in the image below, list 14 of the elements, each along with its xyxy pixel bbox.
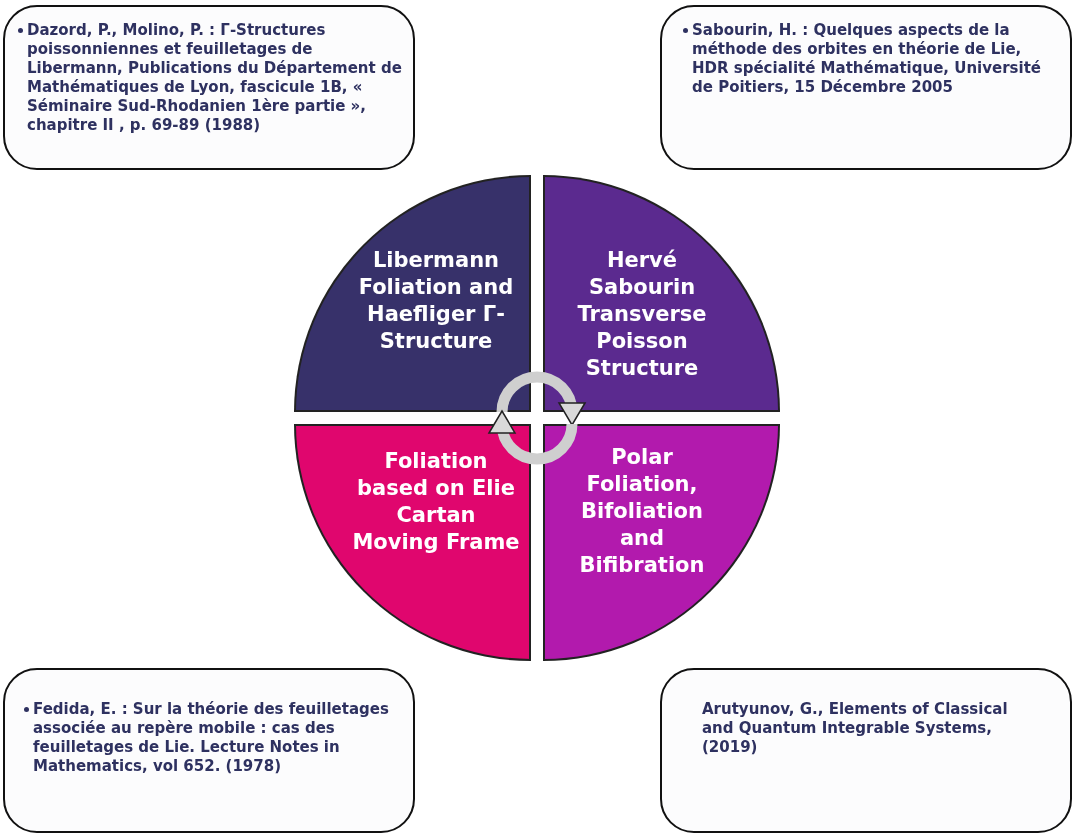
reference-card: [660, 668, 1072, 833]
reference-card: [3, 668, 415, 833]
reference-card: [660, 5, 1072, 170]
citation-text: Sabourin, H. : Quelques aspects de la méthode des orbites en théorie de Lie, HDR spécialité Mathématique, Université de Poitiers, 15 Décembre 2005: [692, 21, 1043, 97]
citation-text: Arutyunov, G., Elements of Classical and Quantum Integrable Systems, (2019): [702, 700, 1009, 757]
segment-title: Libermann Foliation and Haefliger Γ-Structure: [357, 247, 515, 355]
curved-arrow: [496, 371, 586, 426]
segment-title: Hervé Sabourin Transverse Poisson Structure: [576, 247, 708, 382]
citation-text: Fedida, E. : Sur la théorie des feuilletages associée au repère mobile : cas des feuilletages de Lie. Lecture Notes in Mathematics, vol 652. (1978): [33, 700, 390, 776]
citation-text: Dazord, P., Molino, P. : Γ-Structures poissonniennes et feuilletages de Libermann, Publications du Département de Mathématiques de Lyon, fascicule 1B, « Séminaire Sud-Rhodanien 1ère partie », chapitre II , p. 69-89 (1988): [27, 21, 402, 135]
reference-card: [3, 5, 415, 170]
segment-title: Polar Foliation, Bifoliation and Bifibration: [578, 444, 706, 579]
segment-title: Foliation based on Elie Cartan Moving Frame: [351, 448, 521, 556]
curved-arrow: [488, 410, 578, 465]
